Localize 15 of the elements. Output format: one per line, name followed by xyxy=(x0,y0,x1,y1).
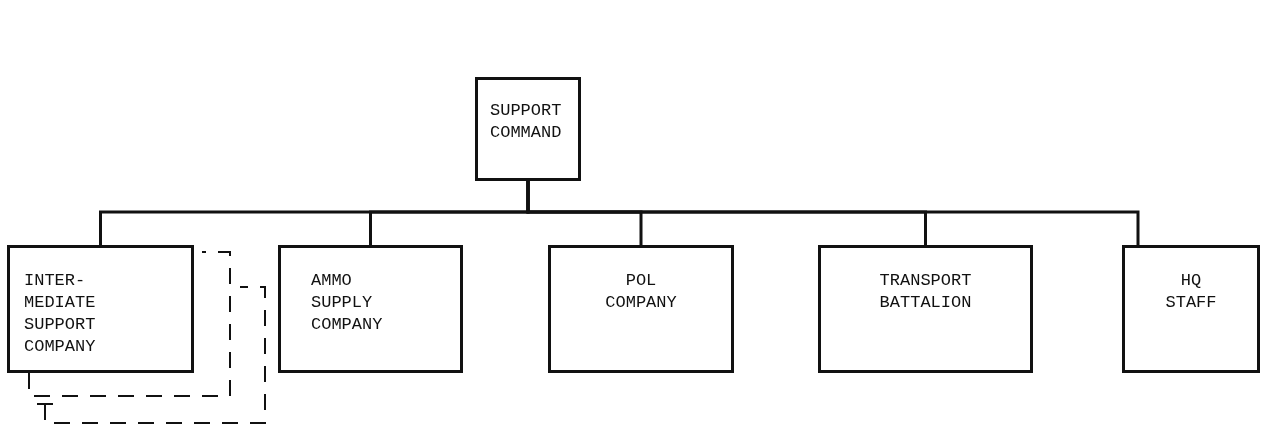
org-box xyxy=(7,245,194,373)
unit-name: SUPPORT COMMAND xyxy=(490,100,562,144)
org-box xyxy=(548,245,734,373)
org-box xyxy=(475,77,581,181)
org-box xyxy=(278,245,463,373)
unit-name: AMMO SUPPLY COMPANY xyxy=(311,270,383,336)
dashed-line xyxy=(28,251,231,397)
org-box xyxy=(1122,245,1260,373)
unit-name: INTER- MEDIATE SUPPORT COMPANY xyxy=(24,270,96,358)
unit-name: HQ STAFF xyxy=(1165,270,1217,314)
unit-name: TRANSPORT BATTALION xyxy=(879,270,972,314)
org-box xyxy=(818,245,1033,373)
dashed-line xyxy=(36,286,266,424)
unit-name: POL COMPANY xyxy=(605,270,677,314)
connector-line xyxy=(526,181,1140,245)
